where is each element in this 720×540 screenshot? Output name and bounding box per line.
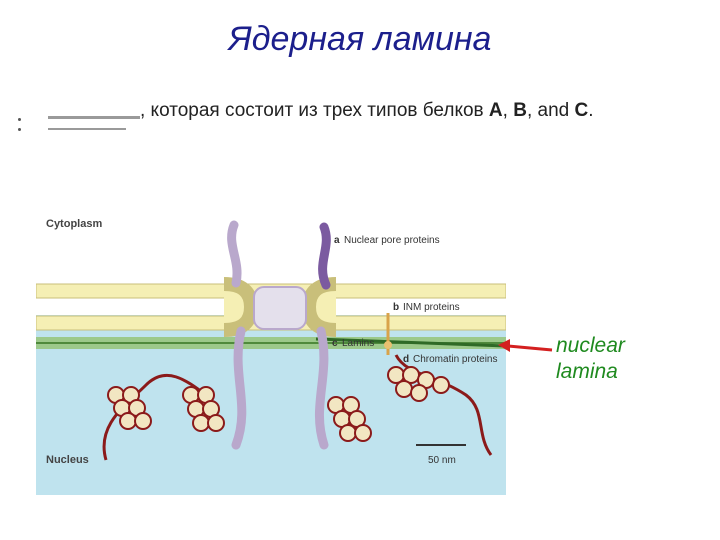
inm-protein-head: [384, 341, 392, 349]
label-chromatin-proteins: Chromatin proteins: [413, 354, 497, 365]
lamin-filament: [315, 337, 506, 348]
lamin-types-sentence: , которая состоит из трех типов белков A…: [140, 100, 594, 122]
nuclear-basket-filament: [231, 326, 247, 450]
nuclear-pore-complex: [253, 286, 307, 330]
label-lamins: Lamins: [342, 338, 374, 349]
nucleosome-cluster: [182, 386, 225, 432]
nucleosome-cluster: [387, 366, 450, 402]
sentence-separator: , and: [526, 100, 575, 121]
protein-type-a: A: [488, 100, 503, 121]
pointer-arrow: [498, 339, 553, 352]
sentence-text: , которая состоит из трех типов белков: [140, 100, 489, 121]
sentence-separator: ,: [502, 100, 514, 121]
slide-title: Ядерная ламина: [228, 20, 492, 58]
protein-type-b: B: [513, 100, 527, 121]
nuclear-envelope-diagram: Cytoplasm Nucleus a Nuclear pore protein…: [36, 205, 506, 495]
sentence-suffix: .: [588, 100, 594, 121]
pore-membrane-left: [223, 277, 259, 337]
nuclear-lamina-label-line1: nuclear: [556, 334, 625, 357]
nuclear-lamina-label-line2: lamina: [556, 360, 618, 383]
nuclear-basket-filament: [314, 326, 329, 450]
pore-membrane-right: [301, 277, 337, 337]
cytoplasm-label: Cytoplasm: [46, 218, 102, 230]
scale-bar-label: 50 nm: [428, 455, 456, 466]
label-nuclear-pore-proteins: Nuclear pore proteins: [344, 235, 440, 246]
illegible-text-line: [48, 116, 140, 119]
cytoplasmic-filament: [227, 220, 242, 288]
label-inm-proteins: INM proteins: [403, 302, 460, 313]
label-c-letter: c: [332, 338, 338, 349]
label-d-letter: d: [403, 354, 409, 365]
nucleosome-cluster: [107, 386, 152, 430]
label-b-letter: b: [393, 302, 399, 313]
nuclear-lamina-label: nuclear lamina: [556, 333, 625, 385]
nucleosome-cluster: [327, 396, 372, 442]
cytoplasmic-filament: [318, 222, 331, 290]
illegible-text-line: [48, 128, 126, 130]
protein-type-c: C: [574, 100, 589, 121]
bullet-dot: [18, 128, 21, 131]
bullet-dot: [18, 118, 21, 121]
label-a-letter: a: [334, 235, 340, 246]
nucleus-label: Nucleus: [46, 454, 89, 466]
chromatin-fiber: [102, 373, 207, 461]
